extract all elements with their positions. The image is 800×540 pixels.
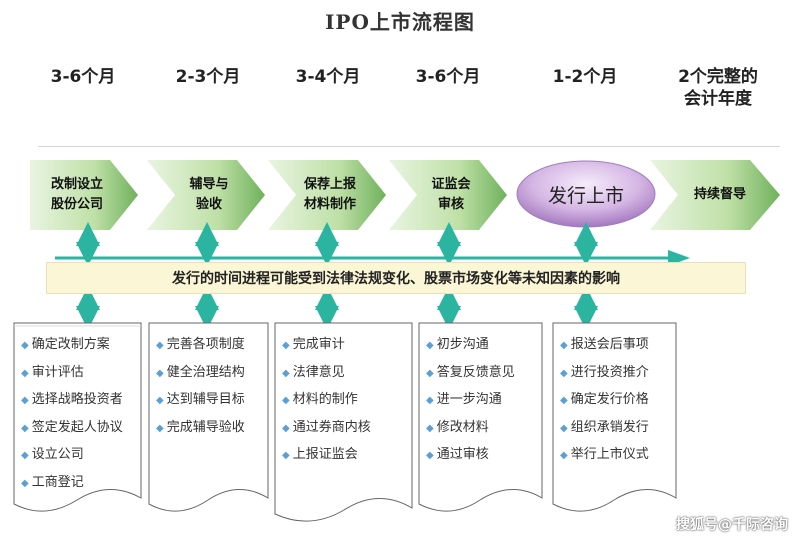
card-restructure: ◆确定改制方案 ◆审计评估 ◆选择战略投资者 ◆签定发起人协议 ◆设立公司 ◆工… xyxy=(13,322,143,522)
document-shape xyxy=(148,322,269,512)
timeline-note: 发行的时间进程可能受到法律法规变化、股票市场变化等未知因素的影响 xyxy=(46,262,746,294)
chevron-shape xyxy=(268,160,386,230)
list-item: ◆通过审核 xyxy=(426,447,489,462)
stage-label: 辅导与 验收 xyxy=(189,177,229,212)
duration-2: 2-3个月 xyxy=(175,67,241,87)
document-shape xyxy=(418,322,543,512)
list-item: ◆工商登记 xyxy=(21,474,84,490)
document-shape xyxy=(13,322,142,512)
document-shape xyxy=(552,322,677,512)
stage-csrc-review: 证监会 审核 xyxy=(389,160,507,230)
card-csrc-review: ◆初步沟通 ◆答复反馈意见 ◆进一步沟通 ◆修改材料 ◆通过审核 xyxy=(418,322,544,522)
duration-5: 1-2个月 xyxy=(552,67,618,87)
stage-label: 发行上市 xyxy=(547,184,624,207)
duration-4: 3-6个月 xyxy=(415,67,481,87)
document-shape xyxy=(274,322,413,522)
separator-line xyxy=(38,146,780,147)
list-item: ◆健全治理结构 xyxy=(156,364,245,380)
list-item: ◆完善各项制度 xyxy=(156,337,245,352)
list-item: ◆设立公司 xyxy=(21,447,84,462)
list-item: ◆签定发起人协议 xyxy=(21,419,123,435)
stage-supervision: 持续督导 xyxy=(650,160,780,230)
list-item: ◆确定发行价格 xyxy=(560,392,649,407)
diagram-title: IPO上市流程图 xyxy=(325,10,475,34)
chevron-shape xyxy=(650,160,780,230)
card-tutoring: ◆完善各项制度 ◆健全治理结构 ◆达到辅导目标 ◆完成辅导验收 xyxy=(148,322,270,522)
list-item: ◆完成辅导验收 xyxy=(156,419,245,435)
duration-1: 3-6个月 xyxy=(50,67,116,87)
list-item: ◆进一步沟通 xyxy=(426,392,502,407)
list-item: ◆确定改制方案 xyxy=(21,337,110,352)
stage-label: 证监会 审核 xyxy=(431,177,471,212)
chevron-shape xyxy=(30,160,138,230)
stage-tutoring: 辅导与 验收 xyxy=(147,160,265,230)
list-item: ◆初步沟通 xyxy=(426,337,489,352)
list-item: ◆审计评估 xyxy=(21,364,84,380)
duration-6: 2个完整的 会计年度 xyxy=(678,67,758,109)
list-item: ◆材料的制作 xyxy=(282,392,358,407)
list-item: ◆报送会后事项 xyxy=(560,337,649,352)
watermark: 搜狐号@千际咨询 xyxy=(676,517,788,533)
list-item: ◆达到辅导目标 xyxy=(156,392,245,407)
card-list: ◆完善各项制度 ◆健全治理结构 ◆达到辅导目标 ◆完成辅导验收 xyxy=(148,332,245,442)
card-list: ◆报送会后事项 ◆进行投资推介 ◆确定发行价格 ◆组织承销发行 ◆举行上市仪式 xyxy=(552,332,649,470)
list-item: ◆完成审计 xyxy=(282,337,345,352)
card-listing: ◆报送会后事项 ◆进行投资推介 ◆确定发行价格 ◆组织承销发行 ◆举行上市仪式 xyxy=(552,322,678,522)
list-item: ◆法律意见 xyxy=(282,364,345,380)
card-list: ◆完成审计 ◆法律意见 ◆材料的制作 ◆通过券商内核 ◆上报证监会 xyxy=(274,332,371,470)
chevron-shape xyxy=(147,160,265,230)
card-list: ◆初步沟通 ◆答复反馈意见 ◆进一步沟通 ◆修改材料 ◆通过审核 xyxy=(418,332,515,470)
list-item: ◆组织承销发行 xyxy=(560,419,649,435)
duration-3: 3-4个月 xyxy=(295,67,361,87)
list-item: ◆举行上市仪式 xyxy=(560,447,649,462)
stage-label: 保荐上报 材料制作 xyxy=(303,177,356,212)
chevron-shape xyxy=(389,160,507,230)
stage-label: 持续督导 xyxy=(693,187,746,202)
stage-label: 改制设立 股份公司 xyxy=(50,177,103,212)
card-materials: ◆完成审计 ◆法律意见 ◆材料的制作 ◆通过券商内核 ◆上报证监会 xyxy=(274,322,414,532)
list-item: ◆进行投资推介 xyxy=(560,364,649,380)
list-item: ◆通过券商内核 xyxy=(282,419,371,435)
list-item: ◆上报证监会 xyxy=(282,447,358,462)
stage-listing: 发行上市 xyxy=(515,158,657,230)
list-item: ◆答复反馈意见 xyxy=(426,364,515,380)
stage-materials: 保荐上报 材料制作 xyxy=(268,160,386,230)
list-item: ◆修改材料 xyxy=(426,419,489,435)
stage-restructure: 改制设立 股份公司 xyxy=(30,160,138,230)
card-list: ◆确定改制方案 ◆审计评估 ◆选择战略投资者 ◆签定发起人协议 ◆设立公司 ◆工… xyxy=(13,332,123,497)
list-item: ◆选择战略投资者 xyxy=(21,392,123,407)
